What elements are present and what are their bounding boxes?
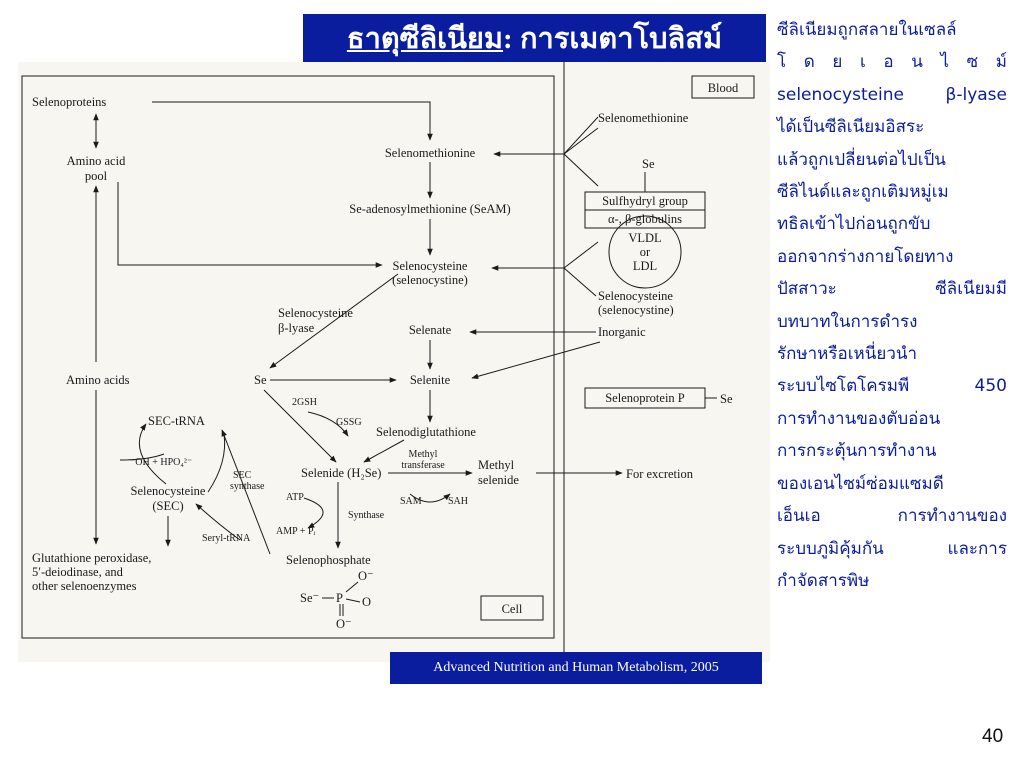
node-selenide: Selenide (H₂Se)	[301, 466, 381, 480]
node-gpx-1: Glutathione peroxidase,	[32, 551, 151, 565]
diagram-svg: Blood Cell Selenoproteins Amino acid poo…	[21, 62, 755, 652]
node-selenocysteine-sec-1: Selenocysteine	[131, 484, 206, 498]
struct-o: O	[362, 595, 371, 609]
description-line: บทบาทในการดำรง	[777, 311, 918, 332]
globulins-box	[584, 209, 706, 229]
label-sec-synthase-2: synthase	[230, 481, 265, 492]
label-sah: SAH	[448, 496, 468, 507]
description-line: ออกจากร่างกายโดยทาง	[777, 246, 954, 267]
label-seryl-trna: Seryl-tRNA	[202, 533, 251, 544]
node-se: Se	[254, 373, 267, 387]
selenoprotein-p: Selenoprotein P	[605, 391, 685, 405]
slide-title: ธาตุซีลิเนียม: การเมตาโบลิสม์	[303, 14, 766, 62]
cell-boundary	[21, 75, 555, 639]
globulins: α-, β-globulins	[608, 212, 682, 226]
node-gpx-3: other selenoenzymes	[32, 579, 137, 593]
ldl: LDL	[633, 259, 657, 273]
node-selenocysteine-2: (selenocystine)	[392, 273, 468, 287]
description-line: ทธิลเข้าไปก่อนถูกขับ	[777, 214, 931, 235]
node-selenocysteine-sec-2: (SEC)	[152, 499, 183, 513]
node-selenite: Selenite	[410, 373, 451, 387]
description-text: ซีลิเนียมถูกสลายในเซลล์โ ด ย เ อ น ไ ซ ม…	[777, 14, 1007, 597]
node-selenophosphate: Selenophosphate	[286, 553, 371, 567]
page-number: 40	[982, 726, 1004, 747]
node-amino-acids: Amino acids	[66, 373, 130, 387]
node-gpx-2: 5′-deiodinase, and	[32, 565, 124, 579]
blood-inorganic: Inorganic	[598, 325, 646, 339]
description-line: ซีลิเนียมถูกสลายในเซลล์	[777, 20, 957, 40]
vldl: VLDL	[628, 231, 661, 245]
description-line: ปัสสาวะ ซีลิเนียมมี	[777, 279, 1007, 300]
description-line: การทำงานของตับอ่อน	[777, 408, 941, 429]
node-selenodiglutathione: Selenodiglutathione	[376, 425, 476, 439]
cell-label: Cell	[502, 602, 523, 616]
label-sam: SAM	[400, 496, 422, 507]
label-oh-hpo4: ⁻OH + HPO₄²⁻	[130, 457, 192, 468]
label-methyl-transferase-1: Methyl	[409, 449, 438, 460]
description-line: ของเอนไซม์ซ่อมแซมดี	[777, 473, 944, 494]
blood-se: Se	[642, 157, 655, 171]
label-methyl-transferase-2: transferase	[401, 460, 445, 471]
node-selenate: Selenate	[409, 323, 452, 337]
lipoprotein-circle	[608, 215, 682, 289]
title-rest: : การเมตาโบลิสม์	[503, 23, 723, 55]
struct-se-minus: Se⁻	[300, 591, 319, 605]
blood-label: Blood	[708, 81, 739, 95]
label-amp-pi: AMP + Pᵢ	[276, 526, 316, 537]
description-line: กำจัดสารพิษ	[777, 570, 870, 591]
node-selenomethionine: Selenomethionine	[385, 146, 476, 160]
description-line: การกระตุ้นการทำงาน	[777, 441, 937, 462]
citation: Advanced Nutrition and Human Metabolism,…	[390, 652, 762, 684]
struct-o-minus-bottom: O⁻	[336, 617, 352, 631]
struct-o-minus-top: O⁻	[358, 569, 374, 583]
label-2gsh: 2GSH	[292, 397, 317, 408]
description-line: รักษาหรือเหนี่ยวนำ	[777, 344, 918, 365]
node-selenocysteine-1: Selenocysteine	[393, 259, 468, 273]
or: or	[640, 245, 651, 259]
node-methyl-selenide-1: Methyl	[478, 458, 515, 472]
blood-label-box	[691, 75, 755, 99]
blood-selenocysteine-2: (selenocystine)	[598, 303, 674, 317]
node-for-excretion: For excretion	[626, 467, 694, 481]
description-line: ระบบภูมิคุ้มกัน และการ	[777, 538, 1007, 559]
node-seam: Se-adenosylmethionine (SeAM)	[349, 202, 510, 216]
metabolism-diagram: Blood Cell Selenoproteins Amino acid poo…	[18, 62, 770, 662]
description-line: ได้เป็นซีลิเนียมอิสระ	[777, 117, 925, 138]
node-amino-acid-pool-1: Amino acid	[67, 154, 126, 168]
label-synthase: Synthase	[348, 510, 385, 521]
node-sec-trna: SEC-tRNA	[148, 414, 205, 428]
node-amino-acid-pool-2: pool	[85, 169, 108, 183]
node-methyl-selenide-2: selenide	[478, 473, 519, 487]
description-line: selenocysteine β-lyase	[777, 84, 1007, 105]
description-line: ระบบไซโตโครมพี 450	[777, 376, 1007, 397]
cell-label-box	[480, 595, 544, 621]
description-line: เอ็นเอ การทำงานของ	[777, 506, 1007, 527]
description-line: โ ด ย เ อ น ไ ซ ม์	[777, 52, 1007, 73]
label-gssg: GSSG	[336, 417, 362, 428]
label-sec-synthase-1: SEC	[233, 470, 252, 481]
description-line: แล้วถูกเปลี่ยนต่อไปเป็น	[777, 149, 946, 170]
struct-p: P	[336, 591, 343, 605]
blood-selenomethionine: Selenomethionine	[598, 111, 689, 125]
title-main: ธาตุซีลิเนียม	[346, 23, 504, 55]
sulfhydryl-group: Sulfhydryl group	[602, 194, 688, 208]
description-line: ซีลิไนด์และถูกเติมหมู่เม	[777, 182, 949, 203]
node-sc-lyase-1: Selenocysteine	[278, 306, 353, 320]
node-sc-lyase-2: β-lyase	[278, 321, 315, 335]
blood-selenocysteine-1: Selenocysteine	[598, 289, 673, 303]
label-atp: ATP	[286, 492, 304, 503]
node-selenoproteins: Selenoproteins	[32, 95, 106, 109]
selenoprotein-p-se: Se	[720, 392, 733, 406]
